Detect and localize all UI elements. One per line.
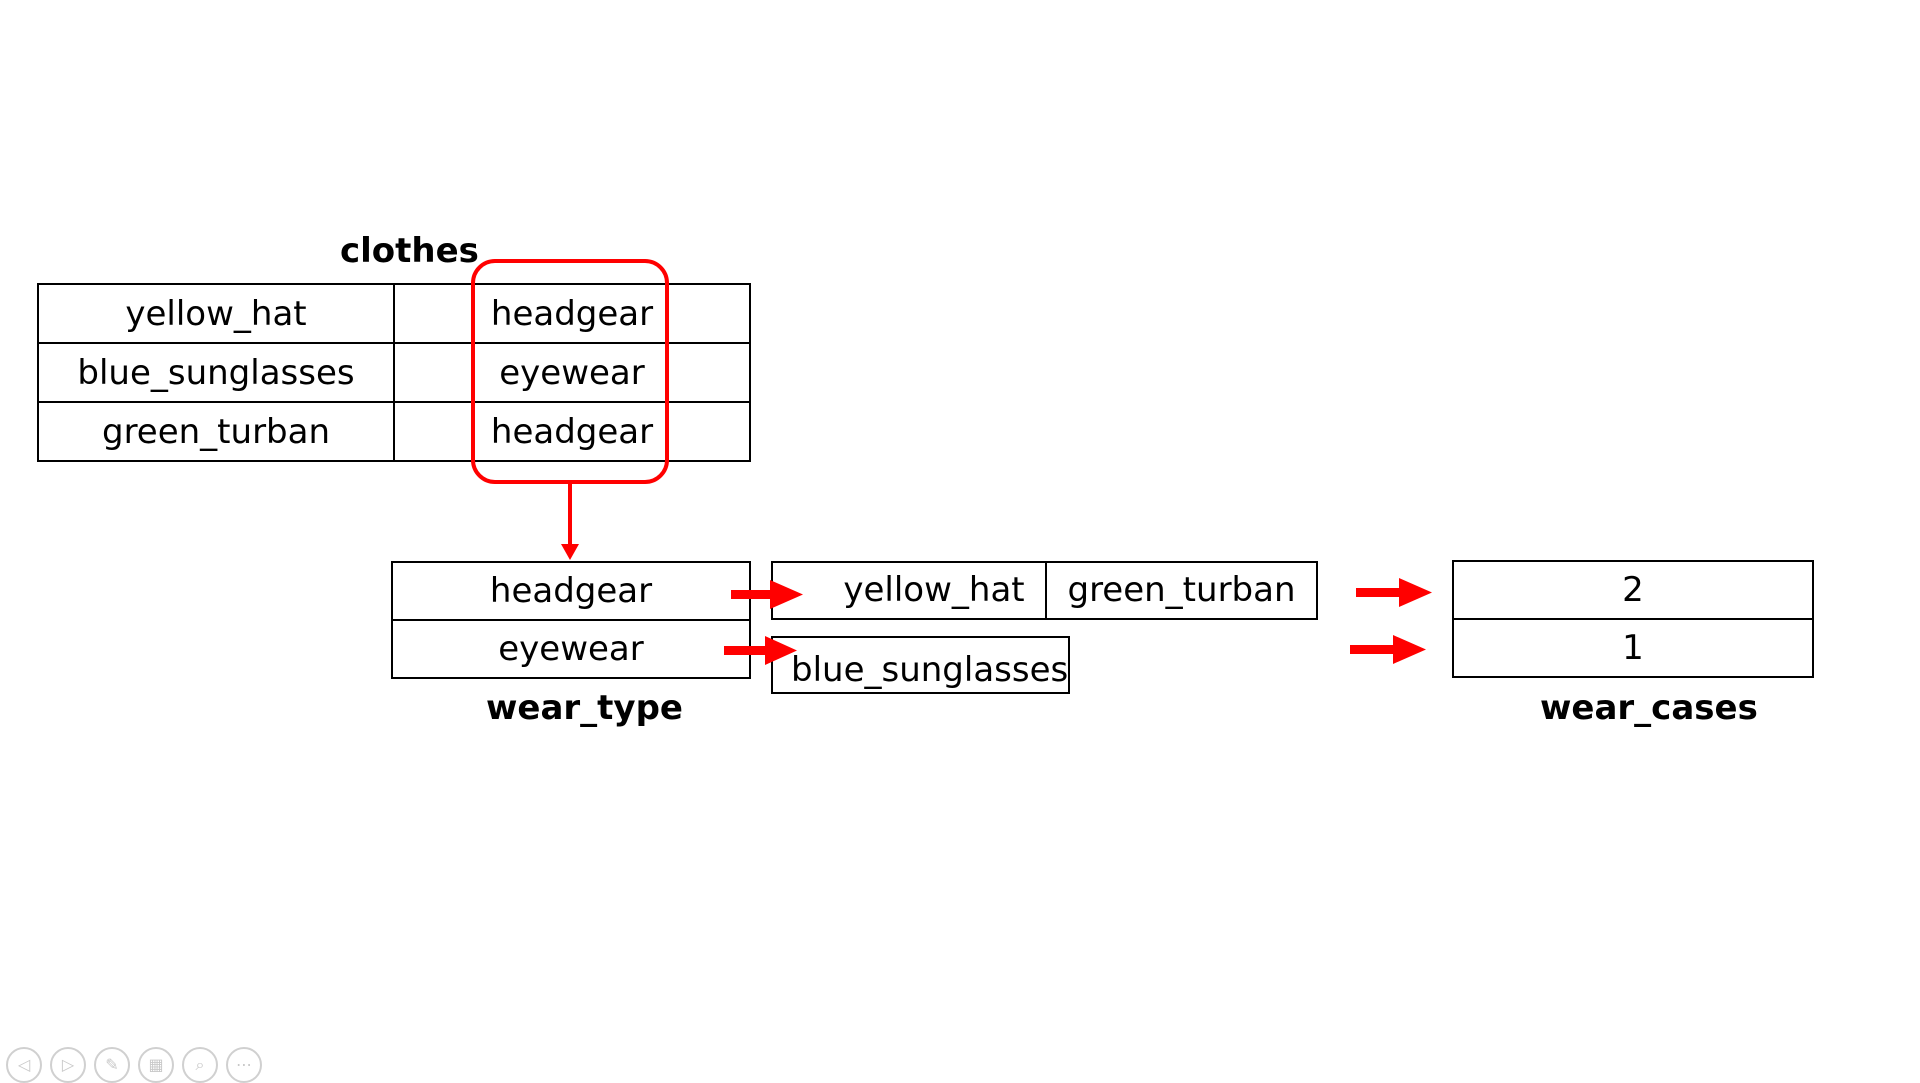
- more-icon[interactable]: ⋯: [226, 1047, 262, 1083]
- table-row: 2: [1452, 560, 1814, 620]
- wear-type-key-cell: headgear: [391, 561, 751, 621]
- clothes-type-cell: headgear: [393, 401, 751, 462]
- grouped-item-cell: green_turban: [1045, 561, 1318, 620]
- right-arrow: [1350, 635, 1426, 664]
- wear-type-table: headgear eyewear: [391, 561, 751, 679]
- clothes-name-cell: green_turban: [37, 401, 395, 462]
- next-icon[interactable]: ▷: [50, 1047, 86, 1083]
- table-row: blue_sunglasses eyewear: [37, 342, 751, 403]
- clothes-name-cell: blue_sunglasses: [37, 342, 395, 403]
- clothes-title: clothes: [340, 231, 479, 271]
- table-row: eyewear: [391, 619, 751, 679]
- clothes-name-cell: yellow_hat: [37, 283, 395, 344]
- grouped-item-cell: yellow_hat: [771, 561, 1047, 620]
- presentation-toolbar: ◁ ▷ ✎ ▦ ⌕ ⋯: [6, 1047, 262, 1083]
- wear-type-key-cell: eyewear: [391, 619, 751, 679]
- right-arrow: [1356, 578, 1432, 607]
- wear-cases-value-cell: 1: [1452, 618, 1814, 678]
- wear-cases-table: 2 1: [1452, 560, 1814, 678]
- prev-icon[interactable]: ◁: [6, 1047, 42, 1083]
- grouped-item-cell: blue_sunglasses: [771, 636, 1070, 694]
- clothes-type-cell: headgear: [393, 283, 751, 344]
- table-row: green_turban headgear: [37, 401, 751, 462]
- pen-icon[interactable]: ✎: [94, 1047, 130, 1083]
- wear-cases-value-cell: 2: [1452, 560, 1814, 620]
- wear-cases-title: wear_cases: [1540, 688, 1758, 728]
- clothes-table: yellow_hat headgear blue_sunglasses eyew…: [37, 283, 751, 462]
- clothes-type-cell: eyewear: [393, 342, 751, 403]
- wear-type-title: wear_type: [486, 688, 683, 728]
- down-arrow: [561, 484, 579, 560]
- table-row: yellow_hat headgear: [37, 283, 751, 344]
- slides-icon[interactable]: ▦: [138, 1047, 174, 1083]
- zoom-icon[interactable]: ⌕: [182, 1047, 218, 1083]
- table-row: 1: [1452, 618, 1814, 678]
- table-row: headgear: [391, 561, 751, 621]
